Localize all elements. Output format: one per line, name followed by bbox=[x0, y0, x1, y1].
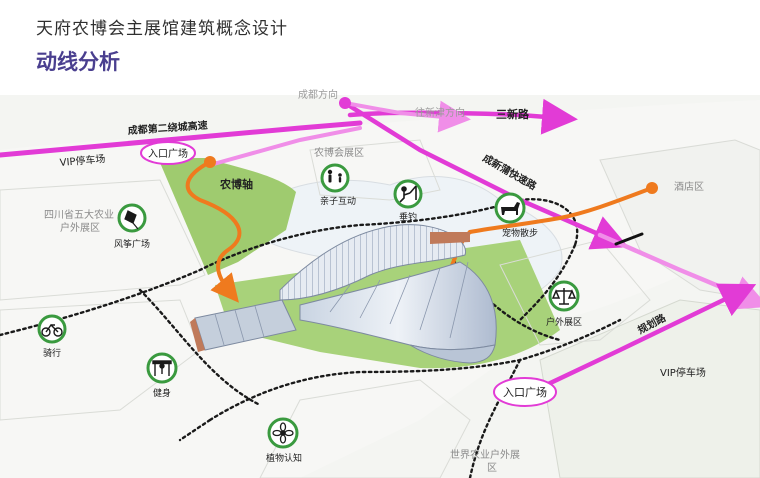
page-title: 天府农博会主展馆建筑概念设计 bbox=[36, 19, 288, 39]
page-subtitle: 动线分析 bbox=[36, 50, 120, 74]
family-icon bbox=[327, 169, 342, 183]
xinjin-road bbox=[343, 100, 471, 133]
entrance-plaza-bottom-badge: 入口广场 bbox=[493, 377, 557, 407]
label-world-zone-2: 区 bbox=[487, 462, 497, 474]
activity-fishing: 垂钓 bbox=[393, 179, 423, 223]
label-agri-axis: 农博轴 bbox=[219, 177, 253, 191]
vip-access-road bbox=[208, 126, 362, 167]
label-sichuan-zone-2: 户外展区 bbox=[60, 221, 100, 234]
label-expo-zone: 农博会展区 bbox=[314, 146, 364, 159]
dog-icon bbox=[501, 202, 520, 215]
label-sanxin-road: 三新路 bbox=[496, 107, 530, 121]
activity-fitness: 健身 bbox=[146, 352, 178, 399]
svg-text:入口广场: 入口广场 bbox=[148, 147, 188, 160]
svg-text:垂钓: 垂钓 bbox=[399, 211, 417, 223]
entrance-plaza-top-badge: 入口广场 bbox=[140, 141, 196, 165]
svg-text:植物认知: 植物认知 bbox=[266, 452, 302, 464]
label-vip-parking-left: VIP停车场 bbox=[59, 152, 106, 169]
svg-text:风筝广场: 风筝广场 bbox=[114, 238, 150, 250]
main-exhibition-building bbox=[190, 224, 497, 364]
svg-text:骑行: 骑行 bbox=[43, 347, 61, 359]
svg-text:户外展区: 户外展区 bbox=[546, 316, 582, 328]
flower-icon bbox=[272, 422, 294, 444]
label-to-xinjin: 往新津方向 bbox=[415, 106, 465, 119]
activity-kite: 风筝广场 bbox=[114, 203, 150, 250]
bicycle-icon bbox=[41, 323, 63, 337]
chengdu-origin-dot bbox=[339, 97, 351, 109]
roads bbox=[0, 98, 760, 398]
svg-text:健身: 健身 bbox=[153, 387, 171, 399]
expressway-road bbox=[342, 100, 629, 250]
svg-text:亲子互动: 亲子互动 bbox=[320, 195, 356, 207]
dotted-paths bbox=[0, 198, 622, 478]
activity-plants: 植物认知 bbox=[266, 417, 302, 464]
label-world-zone-1: 世界农业户外展 bbox=[450, 448, 520, 461]
road-barrier-mark bbox=[614, 232, 644, 246]
svg-text:宠物散步: 宠物散步 bbox=[502, 227, 538, 239]
planned-road bbox=[522, 283, 757, 398]
activity-outdoor: 户外展区 bbox=[546, 280, 582, 328]
kite-icon bbox=[124, 210, 139, 230]
svg-text:入口广场: 入口广场 bbox=[503, 385, 547, 399]
fishing-icon bbox=[399, 185, 417, 203]
scales-icon bbox=[551, 288, 577, 305]
label-sichuan-zone-1: 四川省五大农业 bbox=[44, 208, 114, 221]
activity-cycling: 骑行 bbox=[37, 314, 67, 359]
activity-pet: 宠物散步 bbox=[494, 192, 538, 239]
ring-highway-road bbox=[0, 120, 363, 158]
fitness-icon bbox=[152, 360, 172, 376]
label-hotel-zone: 酒店区 bbox=[674, 180, 704, 193]
activity-family: 亲子互动 bbox=[320, 163, 356, 207]
label-vip-parking-right: VIP停车场 bbox=[660, 366, 706, 379]
label-chengdu-direction: 成都方向 bbox=[298, 88, 338, 101]
